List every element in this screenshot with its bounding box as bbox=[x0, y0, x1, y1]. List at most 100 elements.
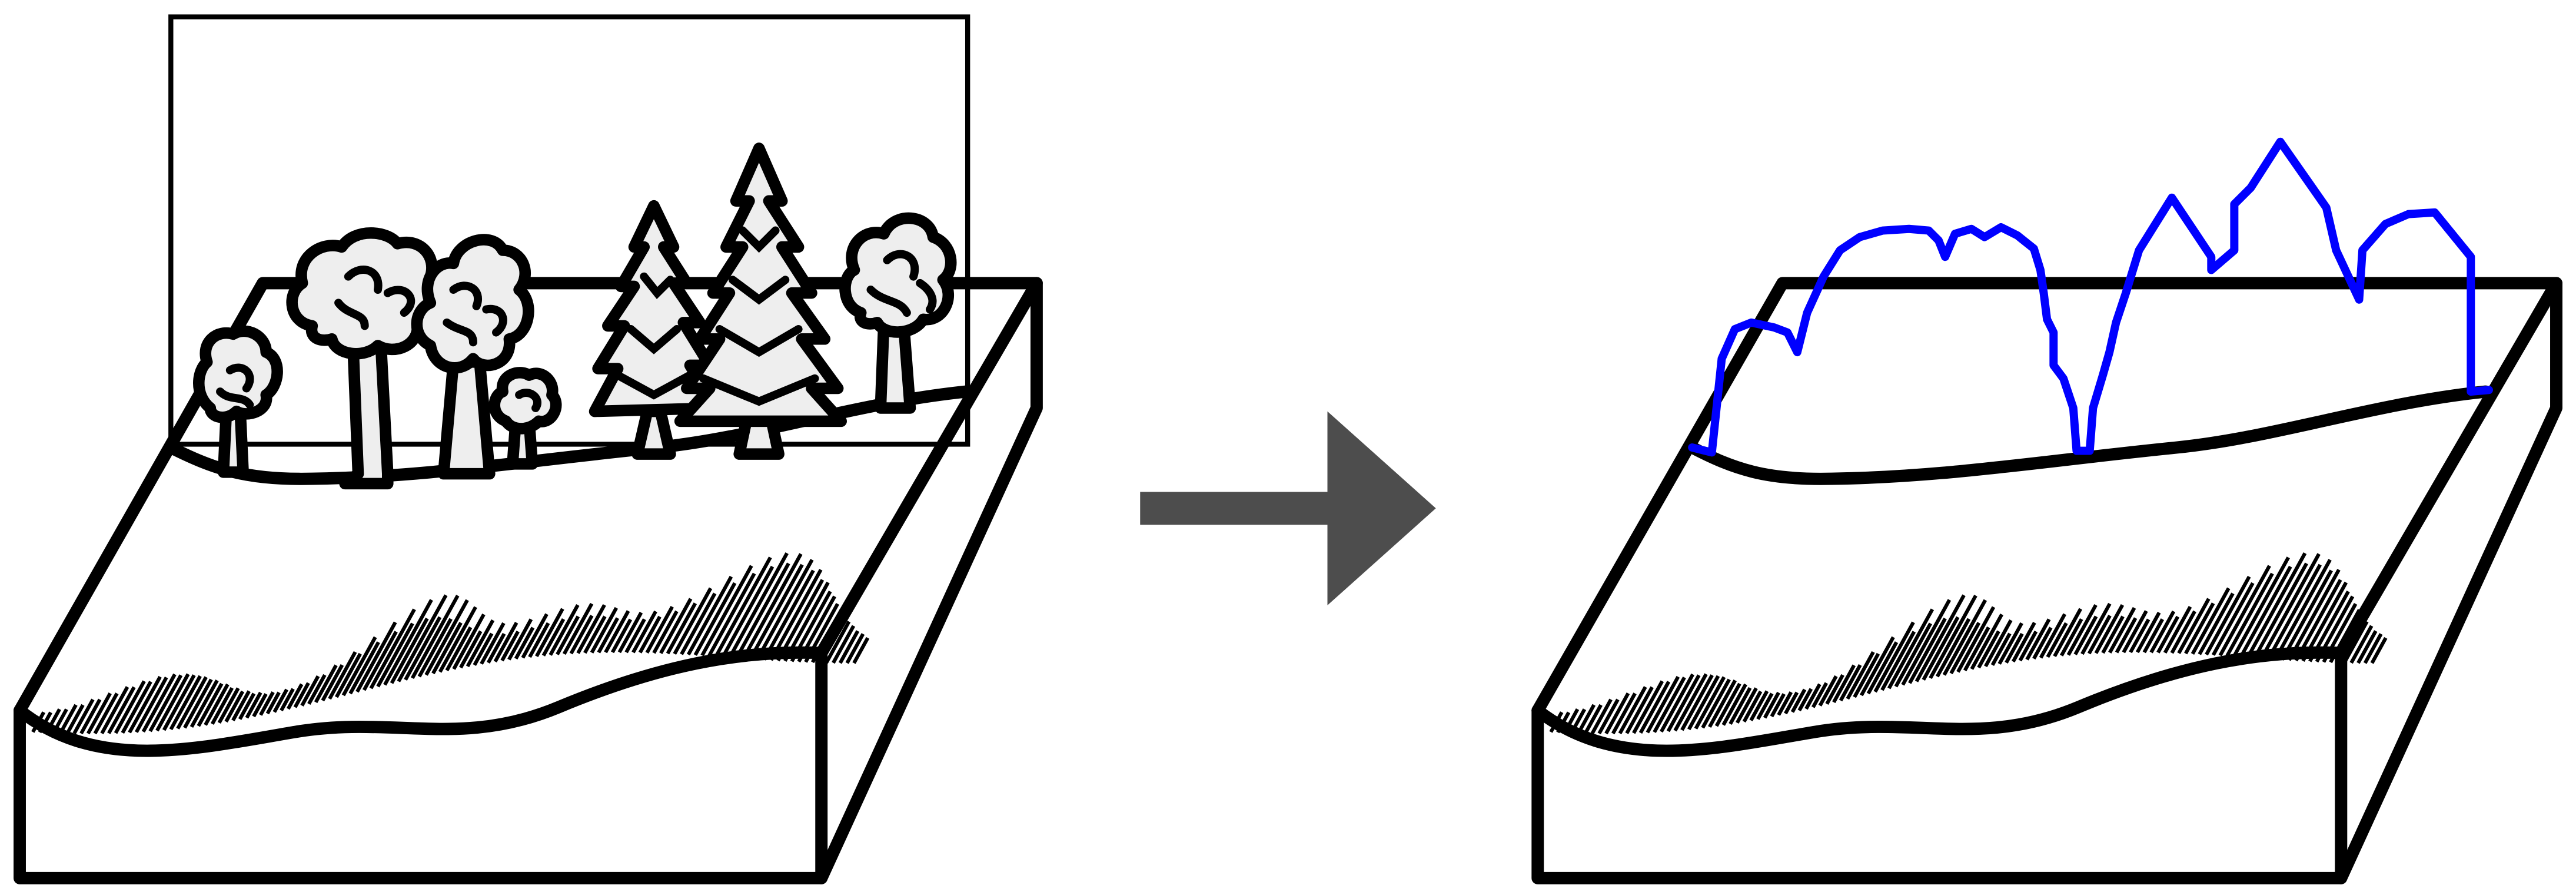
hatch-line bbox=[1611, 692, 1637, 735]
hatch-line bbox=[231, 690, 251, 721]
hatch-line bbox=[238, 692, 256, 720]
hatch-line bbox=[797, 595, 836, 663]
hatch-line bbox=[1721, 683, 1747, 726]
hatch-line bbox=[700, 565, 753, 657]
hatch-line bbox=[1887, 608, 1935, 690]
hatch-line bbox=[1984, 619, 2013, 668]
hatch-line bbox=[2184, 602, 2215, 655]
hatch-line bbox=[1646, 675, 1680, 734]
hatch-line bbox=[280, 688, 295, 712]
hatch-line bbox=[1832, 664, 1856, 704]
hatch-line bbox=[2149, 610, 2176, 654]
hatch-line bbox=[321, 664, 344, 702]
hatch-line bbox=[610, 618, 633, 654]
tree-conifer-1 bbox=[589, 200, 722, 460]
hatch-line bbox=[1570, 708, 1587, 734]
hatch-line bbox=[2273, 559, 2332, 661]
hatch-line bbox=[300, 675, 320, 707]
hatch-line bbox=[1584, 704, 1603, 734]
hatch-line bbox=[749, 563, 804, 660]
hatch-line bbox=[2266, 563, 2322, 660]
hatch-line bbox=[1784, 691, 1799, 715]
hatch-line bbox=[1860, 636, 1895, 697]
hatch-line bbox=[2129, 618, 2150, 654]
block-front-face bbox=[14, 647, 828, 884]
hatch-line bbox=[1908, 617, 1947, 684]
hatch-line bbox=[686, 575, 733, 656]
hatch-line bbox=[1990, 632, 2012, 666]
hatch-line bbox=[1770, 693, 1786, 718]
hatch-line bbox=[2191, 587, 2231, 655]
hatch-line bbox=[776, 579, 825, 662]
hatch-line bbox=[1577, 704, 1596, 734]
hatch-line bbox=[2115, 617, 2138, 654]
hatch-line bbox=[1853, 652, 1880, 698]
hatch-line bbox=[742, 553, 803, 659]
hatch-line bbox=[838, 630, 860, 664]
hatch-line bbox=[2066, 604, 2098, 656]
hatch-line bbox=[38, 711, 52, 734]
hatch-line bbox=[2308, 590, 2350, 662]
hatch-line bbox=[1673, 673, 1708, 732]
tree-deciduous-small-1 bbox=[193, 325, 283, 478]
hatch-line bbox=[376, 622, 414, 688]
hatch-line bbox=[114, 680, 146, 734]
hatch-line bbox=[2205, 575, 2251, 656]
hatch-line bbox=[348, 641, 380, 695]
hatch-line bbox=[507, 618, 533, 661]
hatch-line bbox=[769, 569, 823, 661]
hatch-line bbox=[714, 556, 772, 658]
hatch-line bbox=[728, 552, 789, 658]
hatch-line bbox=[1804, 683, 1822, 710]
hatch-line bbox=[2163, 605, 2192, 654]
hatch-line bbox=[155, 673, 190, 732]
hatch-line bbox=[486, 632, 506, 664]
hatch-line bbox=[121, 681, 152, 734]
hatch-line bbox=[1694, 676, 1726, 730]
hatch-line bbox=[2322, 603, 2358, 663]
hatch-line bbox=[638, 615, 662, 654]
hatch-line bbox=[397, 594, 448, 682]
hatch-line bbox=[1714, 682, 1741, 727]
hatch-line bbox=[2225, 572, 2274, 657]
hatch-line bbox=[79, 698, 102, 735]
hatch-line bbox=[1873, 621, 1915, 693]
hatch-line bbox=[2177, 598, 2211, 654]
hatch-line bbox=[1763, 691, 1780, 719]
hatch-line bbox=[569, 615, 594, 655]
hatch-line bbox=[1604, 692, 1630, 735]
hatch-line bbox=[2170, 610, 2196, 654]
block-side-face bbox=[2335, 277, 2562, 884]
hatch-line bbox=[804, 603, 839, 663]
hatch-line bbox=[666, 602, 697, 655]
hatch-line bbox=[2370, 637, 2388, 664]
hatch-line bbox=[2087, 615, 2112, 655]
hatch-line bbox=[2122, 610, 2148, 654]
hatch-line bbox=[1625, 686, 1654, 734]
hatch-line bbox=[624, 618, 646, 654]
hatch-line bbox=[169, 675, 202, 731]
backdrop-frame bbox=[168, 14, 970, 447]
hatch-line bbox=[2342, 621, 2369, 664]
hatch-line bbox=[1729, 687, 1752, 725]
hatch-line bbox=[390, 617, 429, 684]
transform-arrow bbox=[1140, 411, 1436, 605]
hatch-line bbox=[1942, 599, 1987, 676]
hatch-line bbox=[2025, 618, 2051, 661]
hatch-line bbox=[410, 594, 460, 679]
hatch-line bbox=[307, 674, 327, 705]
hatch-line bbox=[1708, 679, 1737, 728]
hatch-line bbox=[1846, 651, 1875, 700]
hatch-line bbox=[459, 630, 483, 669]
hatch-line bbox=[631, 610, 657, 654]
hatch-line bbox=[604, 610, 630, 654]
hatch-line bbox=[1880, 631, 1916, 691]
hatch-line bbox=[500, 630, 520, 662]
hatch-line bbox=[2039, 613, 2067, 659]
hatch-line bbox=[2281, 569, 2333, 661]
hatch-line bbox=[272, 688, 288, 713]
hatch-line bbox=[790, 590, 832, 662]
hatch-line bbox=[148, 674, 183, 732]
hatch-line bbox=[1970, 613, 2004, 670]
